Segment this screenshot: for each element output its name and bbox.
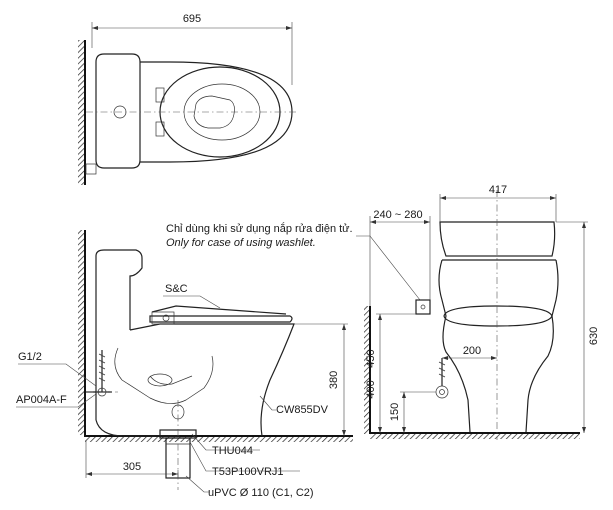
label-sc: S&C: [165, 283, 188, 295]
side-dim-150: 150: [389, 403, 401, 421]
front-trapway: [114, 347, 214, 404]
top-tank: [95, 53, 141, 169]
side-dim-400-450: 400 ~ 450: [365, 349, 377, 398]
label-cw855dv: CW855DV: [276, 404, 329, 416]
label-ap004af: AP004A-F: [16, 394, 67, 406]
label-g12: G1/2: [18, 351, 42, 363]
label-thu044: THU044: [212, 445, 253, 457]
side-dim-240-280: 240 ~ 280: [373, 209, 422, 221]
note-en: Only for case of using washlet.: [166, 237, 316, 249]
note-vi: Chỉ dùng khi sử dụng nắp rửa điện tử.: [166, 222, 353, 235]
front-view: S&C G1/2 AP004A-F THU044 T53P100VRJ1 uPV…: [16, 230, 353, 499]
side-tank: [439, 221, 556, 257]
side-washlet-box: [415, 299, 431, 315]
side-dim-417: 417: [489, 184, 507, 196]
top-inlet-stub: [85, 163, 97, 175]
top-view: 695: [78, 13, 298, 185]
top-wall-hatch: [78, 40, 84, 185]
front-seat: [149, 315, 293, 323]
front-tank: [95, 249, 143, 330]
side-view: 417 240 ~ 280 200 400 ~ 450 150 630: [364, 184, 600, 440]
label-t53p: T53P100VRJ1: [212, 466, 284, 478]
side-seat: [443, 305, 553, 327]
front-dim-305: 305: [123, 461, 141, 473]
side-angle-valve: [435, 385, 449, 399]
front-bowl-body: [129, 323, 295, 437]
front-dim-380: 380: [328, 371, 340, 389]
top-water-surface: [193, 95, 235, 129]
side-dim-200: 200: [463, 345, 481, 357]
washlet-note: Chỉ dùng khi sử dụng nắp rửa điện tử. On…: [166, 222, 421, 301]
side-dim-630: 630: [588, 327, 600, 345]
top-hinge-upper: [155, 87, 165, 103]
side-bowl-body: [438, 259, 471, 433]
front-hinge: [151, 311, 175, 325]
label-upvc: uPVC Ø 110 (C1, C2): [208, 487, 314, 499]
top-dim-695: 695: [183, 13, 201, 25]
top-hinge-lower: [155, 121, 165, 137]
